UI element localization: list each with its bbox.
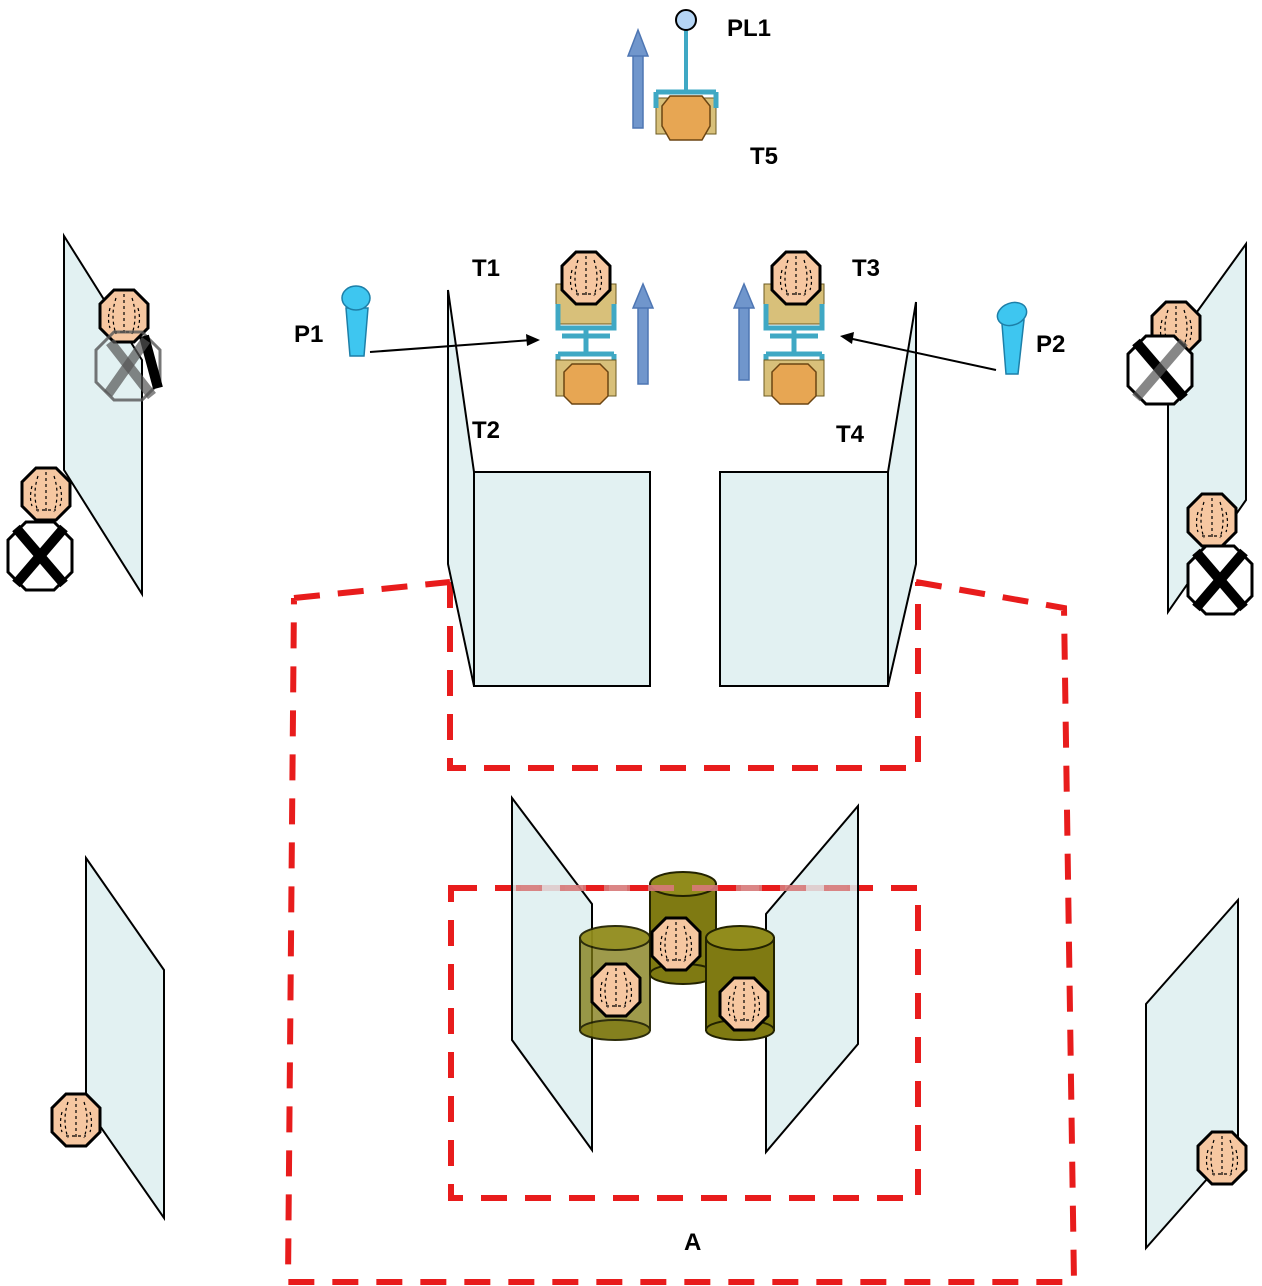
outer-dashed-zone <box>284 579 1078 1285</box>
trolley-t5 <box>653 28 719 141</box>
upper-dashed-zone <box>447 582 921 771</box>
booth-right <box>719 471 889 687</box>
label-pl1: PL1 <box>727 15 771 42</box>
glass-panel-right-bottom <box>1145 897 1239 1251</box>
person-head-t3 <box>770 250 822 306</box>
glass-panel-inner-right <box>765 803 859 1155</box>
booth-left <box>473 471 651 687</box>
pointer-arrow-p2 <box>847 337 997 371</box>
person-head-t1 <box>560 250 612 306</box>
label-t4: T4 <box>836 421 865 448</box>
arrow-up-icon <box>732 282 756 381</box>
player-marker-p2 <box>996 301 1028 375</box>
ghost-person-left-2 <box>8 522 72 590</box>
glass-panel-left-bottom <box>85 854 165 1222</box>
arrow-up-icon <box>626 27 650 129</box>
person-head-right-3 <box>1196 1130 1248 1186</box>
glass-panel-t4 <box>887 301 917 687</box>
person-head-right-2 <box>1186 492 1238 548</box>
player-marker-p1 <box>341 285 371 357</box>
ghost-person-left-1 <box>94 330 163 402</box>
label-t3: T3 <box>852 255 880 282</box>
person-head-barrel-center <box>650 916 702 972</box>
label-t2: T2 <box>472 417 500 444</box>
ghost-person-right-1 <box>1126 334 1194 406</box>
person-head-left-2 <box>20 466 72 522</box>
label-a: A <box>684 1229 701 1256</box>
label-t5: T5 <box>750 143 778 170</box>
trolley-t3-t4 <box>763 283 825 405</box>
pointer-arrowhead-icon <box>526 334 540 346</box>
pointer-arrow-p1 <box>369 339 533 353</box>
arrow-up-icon <box>631 282 655 385</box>
person-head-left-1 <box>98 288 150 344</box>
glass-panel-t2 <box>447 289 475 687</box>
person-head-left-3 <box>50 1092 102 1148</box>
person-head-barrel-left <box>590 962 642 1018</box>
person-head-barrel-right <box>718 976 770 1032</box>
label-p2: P2 <box>1036 331 1065 358</box>
pointer-arrowhead-icon <box>840 332 854 344</box>
label-t1: T1 <box>472 255 500 282</box>
pl1-marker <box>675 9 697 31</box>
ghost-person-right-2 <box>1188 546 1252 614</box>
label-p1: P1 <box>294 321 323 348</box>
